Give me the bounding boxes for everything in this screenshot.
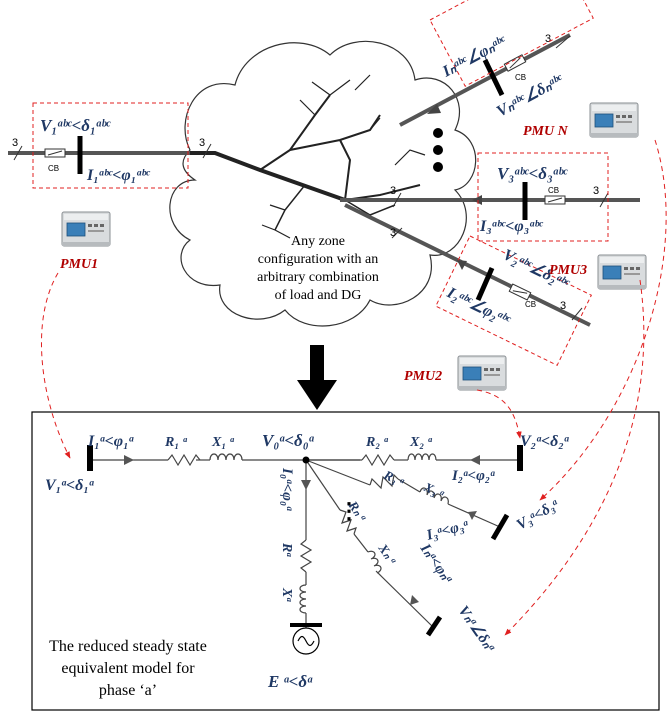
v3-label: V₃ᵃ<δ₃ᵃ	[514, 497, 562, 534]
r1-label: R₁ ᵃ	[164, 435, 188, 450]
bus-1	[87, 445, 93, 471]
pmu2-device	[457, 355, 507, 391]
zone-cloud	[169, 40, 477, 327]
node-0	[302, 456, 310, 464]
feeder-n-pmu-zone	[429, 0, 594, 87]
caption-line-3: phase ‘a’	[99, 682, 157, 699]
in-label: Iₙᵃ<φₙᵃ	[416, 540, 455, 587]
pmu-n-label: PMU N	[523, 124, 569, 139]
feeder-2-bus	[475, 266, 495, 302]
feeder-1: 3 3 CB V₁ᵃᵇᶜ<δ₁ᵃᵇᶜ I₁ᵃᵇᶜ<φ₁ᵃᵇᶜ PMU1	[8, 102, 212, 272]
model-caption: The reduced steady state equivalent mode…	[49, 638, 207, 699]
feeder-1-pmu-zone	[32, 102, 189, 189]
caption-line-1: The reduced steady state	[49, 638, 207, 655]
pmu1-device	[61, 211, 111, 247]
i0-label: I₀ᵃ<φ₀ᵃ	[279, 467, 295, 511]
v2-label: V₂ᵃ<δ₂ᵃ	[520, 433, 570, 450]
cloud-line-4: of load and DG	[275, 288, 362, 303]
feeder-2-phase-count: 3	[390, 227, 396, 239]
feeder-1-voltage: V₁ᵃᵇᶜ<δ₁ᵃᵇᶜ	[40, 116, 111, 135]
feeder-3-cb-label: CB	[548, 186, 559, 195]
feeder-1-phase-count: 3	[12, 137, 18, 149]
feeder-3-pmu-zone	[477, 152, 609, 242]
branch-arrows	[124, 455, 480, 605]
i2-label: I₂ᵃ<φ₂ᵃ	[451, 468, 495, 484]
feeder-3-phase-count-2: 3	[593, 185, 599, 197]
feeder-n-bus	[482, 58, 505, 97]
feeder-2-cb-label: CB	[525, 300, 536, 309]
bus-n	[425, 615, 443, 637]
branch-ellipsis: ⋮	[338, 498, 360, 523]
feeder-1-cb-label: CB	[48, 164, 59, 173]
source-bus	[290, 623, 322, 627]
equivalent-model-box	[31, 411, 660, 711]
pmu3-label: PMU3	[549, 263, 587, 278]
xn-label: Xₙ ᵃ	[375, 540, 401, 568]
feeder-2-phase-count-2: 3	[560, 300, 566, 312]
pmu3-device	[597, 254, 647, 290]
source-label: E ᵃ<δᵃ	[267, 672, 313, 691]
feeder-2-pmu-zone	[435, 235, 593, 366]
reduction-arrow	[297, 345, 337, 410]
cloud-line-2: configuration with an	[258, 252, 379, 267]
caption-line-2: equivalent model for	[61, 660, 195, 677]
feeder-2-current: I₂ᵃᵇᶜ∠φ₂ᵃᵇᶜ	[443, 284, 513, 330]
feeder-3-phase-count: 3	[390, 185, 396, 197]
i3-label: I₃ᵃ<φ₃ᵃ	[424, 517, 471, 544]
x3-label: X₃ ᵃ	[421, 479, 448, 502]
v1-label: V₁ᵃ<δ₁ᵃ	[45, 477, 95, 494]
cloud-caption: Any zone configuration with an arbitrary…	[257, 234, 379, 303]
pmu2-label: PMU2	[404, 369, 442, 384]
feeder-1-phase-count-2: 3	[199, 137, 205, 149]
vn-label: Vₙᵃ∠δₙᵃ	[455, 603, 498, 655]
feeder-n-voltage: Vₙᵃᵇᶜ∠δₙᵃᵇᶜ	[494, 71, 567, 121]
feeder-3-voltage: V₃ᵃᵇᶜ<δ₃ᵃᵇᶜ	[497, 164, 568, 183]
more-feeders-dots	[433, 128, 443, 172]
pmu1-label: PMU1	[60, 257, 98, 272]
cloud-line-3: arbitrary combination	[257, 270, 379, 285]
x1-label: X₁ ᵃ	[211, 435, 235, 450]
feeder-n-cb-label: CB	[515, 73, 526, 82]
bus-2	[517, 445, 523, 471]
bus-3	[490, 513, 510, 541]
xa-label: Xᵃ	[279, 587, 294, 602]
zone-network	[190, 74, 426, 239]
i1-label: I₁ᵃ<φ₁ᵃ	[87, 433, 135, 450]
cloud-line-1: Any zone	[291, 234, 345, 249]
equivalent-circuit	[90, 453, 520, 655]
x2-label: X₂ ᵃ	[409, 435, 433, 450]
pmu-n-device	[589, 102, 639, 138]
feeder-3: 3 3 CB V₃ᵃᵇᶜ<δ₃ᵃᵇᶜ I₃ᵃᵇᶜ<φ₃ᵃᵇᶜ	[340, 152, 640, 242]
feeder-3-current: I₃ᵃᵇᶜ<φ₃ᵃᵇᶜ	[479, 218, 544, 235]
feeder-n-phase-count: 3	[545, 33, 551, 45]
ra-label: Rᵃ	[279, 542, 294, 557]
pmu-mapping-arrows	[40, 139, 667, 636]
r3-label: R₃ ᵃ	[381, 467, 408, 490]
feeder-1-current: I₁ᵃᵇᶜ<φ₁ᵃᵇᶜ	[86, 167, 151, 184]
r2-label: R₂ ᵃ	[365, 435, 389, 450]
v0-label: V₀ᵃ<δ₀ᵃ	[262, 431, 315, 450]
